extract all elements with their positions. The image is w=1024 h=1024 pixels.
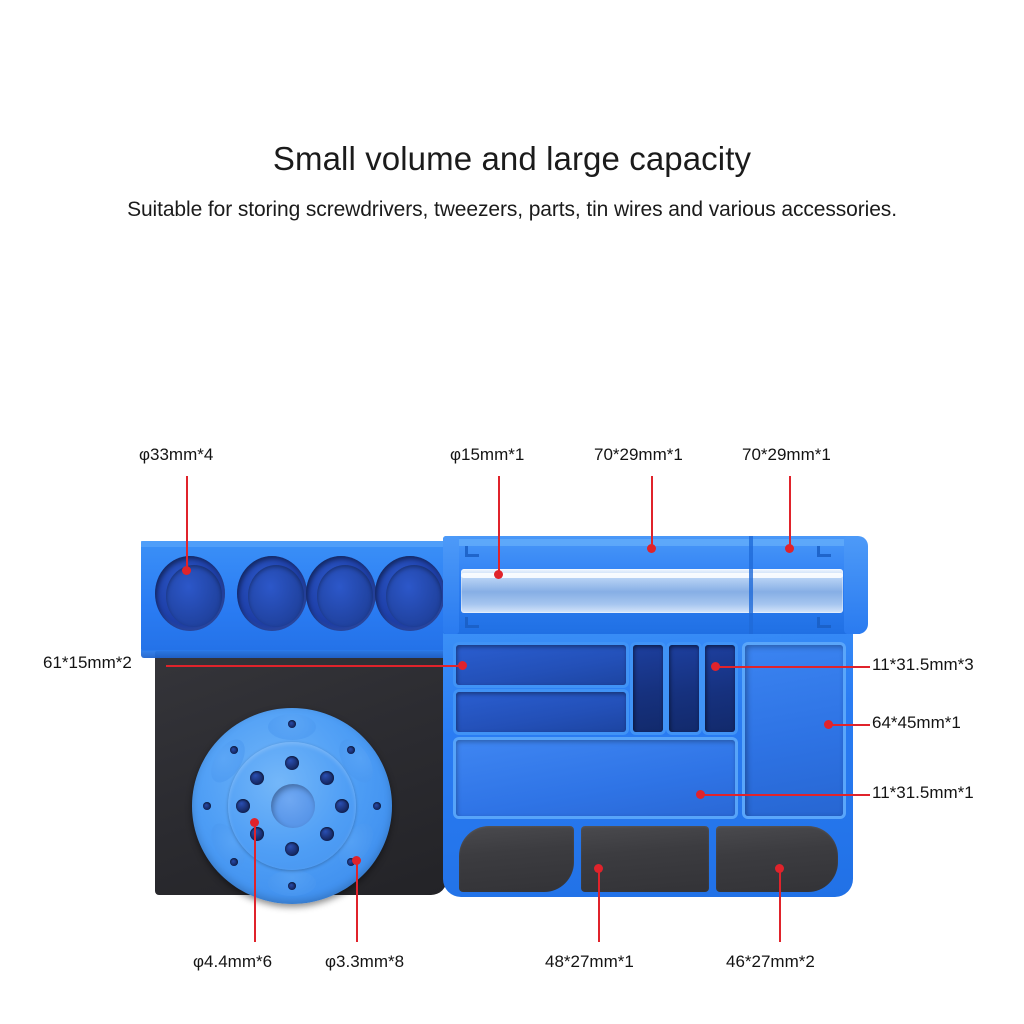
long-tray-upper <box>456 645 626 685</box>
leader-dot-narrow-slots <box>711 662 720 671</box>
callout-label-cup-holes: φ33mm*4 <box>139 445 214 464</box>
leader-line-disc-holes-small <box>356 860 358 942</box>
round-well-4 <box>375 556 445 631</box>
narrow-slot-2 <box>669 645 699 732</box>
wide-shallow-tray <box>456 740 735 816</box>
tube-highlight <box>461 573 843 578</box>
leader-line-cup-holes <box>186 476 188 570</box>
disc-inner-hole-4 <box>320 827 334 841</box>
round-well-3 <box>306 556 376 631</box>
rubber-pad-center <box>581 826 709 892</box>
leader-line-narrow-slots <box>715 666 870 668</box>
leader-dot-rail-left <box>647 544 656 553</box>
disc-outer-hole-1 <box>288 720 296 728</box>
disc-inner-hole-8 <box>250 771 264 785</box>
callout-label-wide-tray: 11*31.5mm*1 <box>872 783 974 802</box>
leader-dot-disc-holes-large <box>250 818 259 827</box>
disc-outer-hole-6 <box>230 858 238 866</box>
callout-label-rail-left: 70*29mm*1 <box>594 445 683 464</box>
disc-outer-hole-3 <box>373 802 381 810</box>
page-subtitle: Suitable for storing screwdrivers, tweez… <box>127 198 897 221</box>
rail-notch-right <box>817 546 831 557</box>
callout-label-large-bin: 64*45mm*1 <box>872 713 961 732</box>
leader-dot-large-bin <box>824 720 833 729</box>
leader-dot-wide-tray <box>696 790 705 799</box>
disc-outer-hole-8 <box>230 746 238 754</box>
leader-dot-long-trays <box>458 661 467 670</box>
disc-inner-hole-1 <box>285 756 299 770</box>
disc-inner-hole-7 <box>236 799 250 813</box>
cup-block-bottom-edge <box>141 650 446 658</box>
disc-inner-hole-5 <box>285 842 299 856</box>
disc-outer-hole-4 <box>347 858 355 866</box>
disc-center-hub <box>271 784 315 828</box>
disc-outer-hole-2 <box>347 746 355 754</box>
rail-divider <box>749 536 753 634</box>
leader-line-tube-slot <box>498 476 500 574</box>
leader-dot-disc-holes-small <box>352 856 361 865</box>
rubber-pad-left <box>459 826 574 892</box>
cup-block-top-edge <box>141 541 446 547</box>
disc-inner-hole-6 <box>250 827 264 841</box>
callout-label-rail-right: 70*29mm*1 <box>742 445 831 464</box>
rail-notch-left <box>465 546 479 557</box>
narrow-slot-3 <box>705 645 735 732</box>
callout-label-pad-right: 46*27mm*2 <box>726 952 815 971</box>
round-well-2 <box>237 556 307 631</box>
leader-line-rail-right <box>789 476 791 548</box>
callout-label-narrow-slots: 11*31.5mm*3 <box>872 655 974 674</box>
rail-notch-bottom-left <box>465 617 479 628</box>
leader-dot-pad-right <box>775 864 784 873</box>
rubber-pad-right <box>716 826 838 892</box>
page-title: Small volume and large capacity <box>272 140 752 177</box>
rotating-disc <box>192 708 392 904</box>
narrow-slot-1 <box>633 645 663 732</box>
translucent-tube <box>461 569 843 613</box>
callout-label-tube-slot: φ15mm*1 <box>450 445 525 464</box>
disc-outer-hole-7 <box>203 802 211 810</box>
callout-label-disc-holes-small: φ3.3mm*8 <box>325 952 405 971</box>
disc-outer-hole-5 <box>288 882 296 890</box>
leader-dot-rail-right <box>785 544 794 553</box>
long-tray-lower <box>456 692 626 732</box>
leader-dot-tube-slot <box>494 570 503 579</box>
callout-label-pad-center: 48*27mm*1 <box>545 952 634 971</box>
leader-line-pad-center <box>598 868 600 942</box>
large-deep-bin <box>745 645 843 816</box>
leader-line-rail-left <box>651 476 653 548</box>
disc-inner-hole-2 <box>320 771 334 785</box>
leader-line-wide-tray <box>700 794 870 796</box>
callout-label-long-trays: 61*15mm*2 <box>43 653 132 672</box>
leader-dot-pad-center <box>594 864 603 873</box>
rail-end-cap-left <box>443 536 459 634</box>
rail-end-cap-right <box>844 536 868 634</box>
rail-notch-bottom-right <box>817 617 831 628</box>
leader-line-disc-holes-large <box>254 822 256 942</box>
leader-dot-cup-holes <box>182 566 191 575</box>
leader-line-pad-right <box>779 868 781 942</box>
leader-line-large-bin <box>828 724 870 726</box>
leader-line-long-trays <box>166 665 462 667</box>
callout-label-disc-holes-large: φ4.4mm*6 <box>193 952 273 971</box>
disc-inner-hole-3 <box>335 799 349 813</box>
